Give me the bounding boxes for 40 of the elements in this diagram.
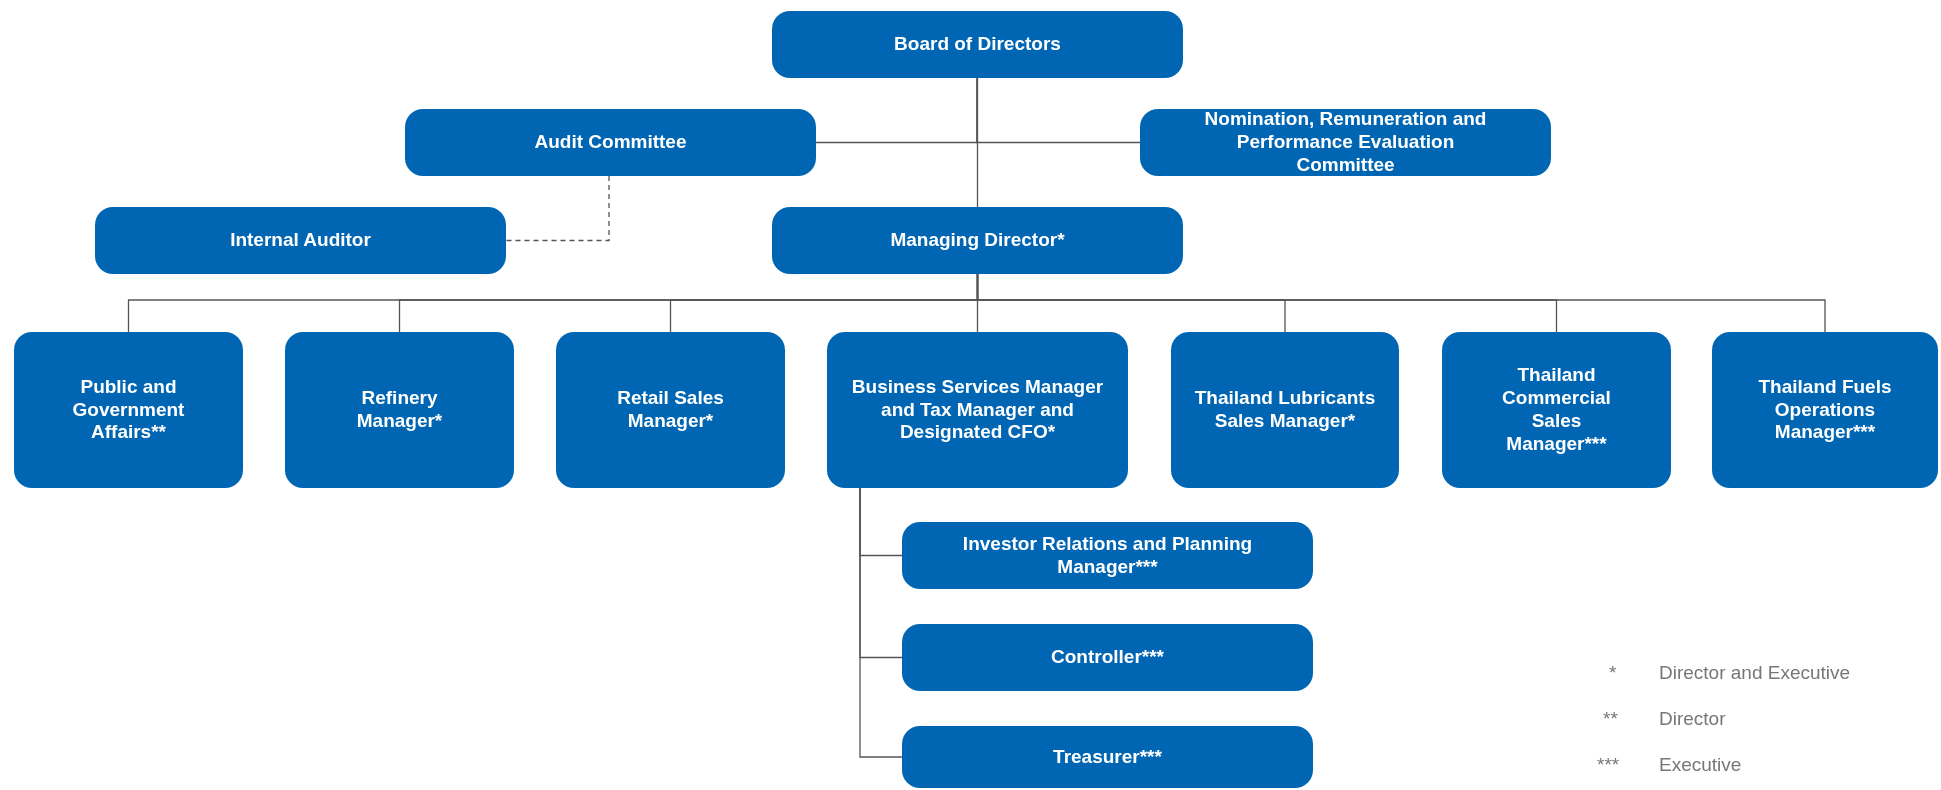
connector-line	[976, 77, 1141, 144]
org-box	[1712, 332, 1938, 488]
role-title: Thailand Lubricants Sales Manager*	[1193, 387, 1377, 433]
org-box	[902, 522, 1313, 589]
connector-line	[976, 273, 1826, 333]
role-title: Thailand Fuels Operations Manager***	[1757, 375, 1893, 445]
org-box	[556, 332, 785, 488]
legend-symbol: **	[1603, 708, 1618, 730]
legend-symbol: *	[1609, 662, 1617, 684]
role-title: Audit Committee	[534, 131, 687, 154]
org-box	[1442, 332, 1671, 488]
role-title: Business Services Manager and Tax Manager and Designated CFO*	[850, 375, 1105, 445]
connector-line	[505, 175, 610, 242]
org-box	[902, 726, 1313, 788]
connector-line	[859, 487, 903, 758]
role-title: Internal Auditor	[230, 229, 371, 252]
role-title: Controller***	[1051, 646, 1164, 669]
org-box	[95, 207, 506, 274]
org-box	[902, 624, 1313, 691]
org-box	[827, 332, 1128, 488]
legend-text: Executive	[1659, 754, 1742, 776]
org-box	[772, 11, 1183, 78]
role-title: Investor Relations and Planning Manager***	[961, 532, 1254, 579]
legend-text: Director	[1659, 708, 1726, 730]
role-title: Board of Directors	[894, 33, 1061, 56]
org-box	[1171, 332, 1399, 488]
org-box	[405, 109, 816, 176]
role-title: Refinery Manager*	[355, 387, 444, 433]
org-box	[1140, 109, 1551, 176]
legend-symbol: ***	[1597, 754, 1620, 776]
role-title: Retail Sales Manager*	[616, 387, 725, 433]
role-title: Nomination, Remuneration and Performance Evaluation Committee	[1203, 108, 1488, 177]
role-title: Thailand Commercial Sales Manager***	[1501, 364, 1612, 456]
org-box	[285, 332, 514, 488]
role-title: Managing Director*	[890, 229, 1065, 252]
org-box	[772, 207, 1183, 274]
role-title: Treasurer***	[1053, 745, 1162, 769]
legend-text: Director and Executive	[1659, 662, 1851, 684]
org-box	[14, 332, 243, 488]
role-title: Public and Government Affairs**	[71, 375, 186, 445]
